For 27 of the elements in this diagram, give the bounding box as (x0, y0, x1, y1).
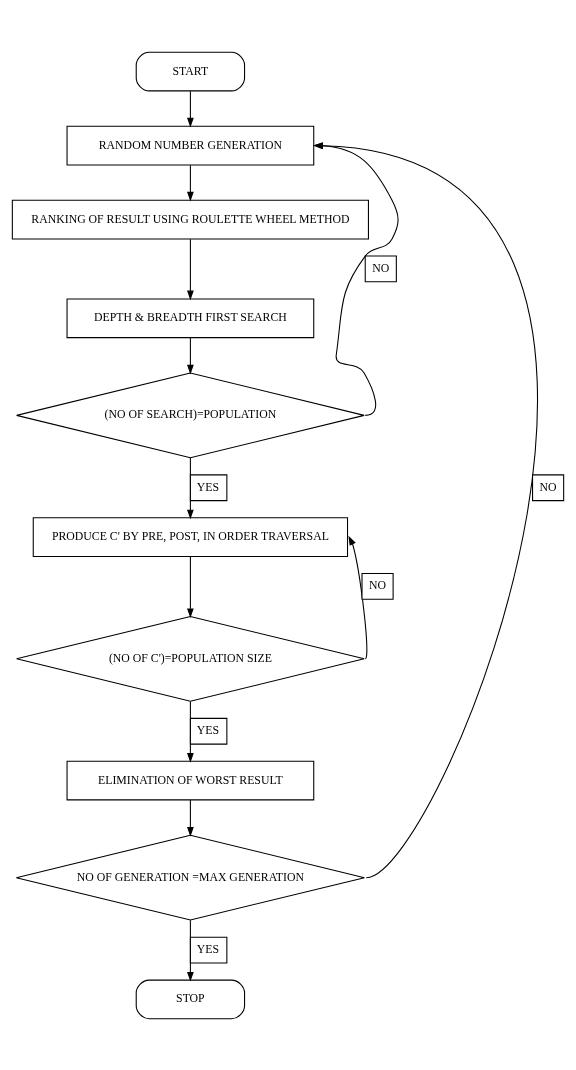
node-diamond: (NO OF C')=POPULATION SIZE (16, 615, 365, 702)
arrow (348, 535, 368, 659)
arrow (187, 456, 194, 519)
edge-label: YES (196, 941, 220, 956)
edge-label: NO (368, 577, 387, 592)
node-box: PRODUCE C' BY PRE, POST, IN ORDER TRAVERSAL (32, 516, 349, 557)
edge-label: NO (539, 479, 557, 494)
node-box: RANKING OF RESULT USING ROULETTE WHEEL METHOD (11, 199, 369, 239)
arrow (313, 141, 538, 878)
arrow (187, 164, 194, 201)
arrow (187, 919, 194, 982)
arrow (187, 336, 194, 374)
node-diamond: (NO OF SEARCH)=POPULATION (16, 371, 365, 458)
arrow (187, 238, 194, 300)
arrow (187, 90, 194, 127)
node-diamond: NO OF GENERATION =MAX GENERATION (15, 834, 365, 921)
arrow (187, 555, 194, 618)
node-box: DEPTH & BREADTH FIRST SEARCH (66, 297, 315, 338)
edge-label: YES (196, 722, 220, 737)
node-box: STOP (135, 979, 246, 1019)
node-box: ELIMINATION OF WORST RESULT (66, 760, 315, 800)
edge-label: NO (372, 260, 390, 275)
node-box: RANDOM NUMBER GENERATION (66, 125, 315, 165)
node-box: START (135, 51, 246, 91)
arrow (187, 798, 194, 837)
arrow (187, 700, 194, 763)
edge-label: YES (196, 479, 220, 494)
